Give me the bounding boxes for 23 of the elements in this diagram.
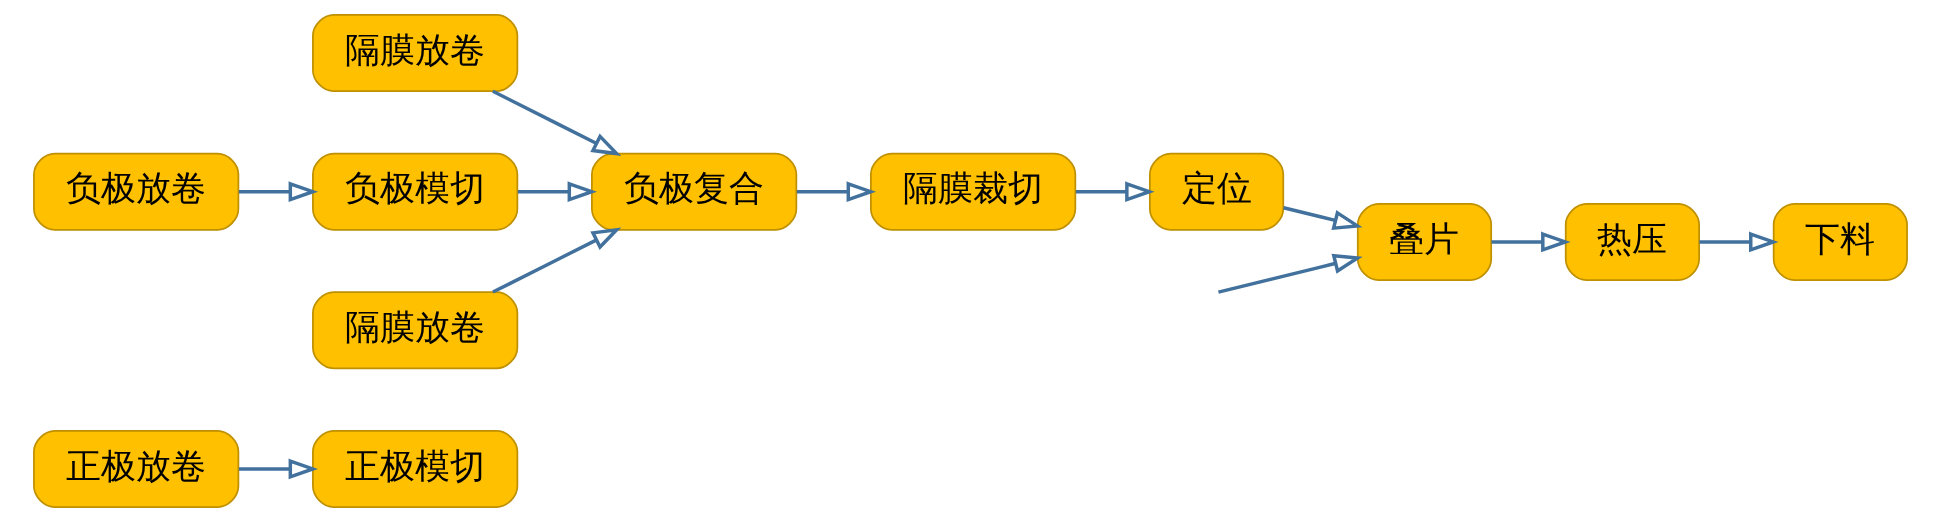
node-box: 负极复合 (590, 152, 797, 231)
arrow (238, 181, 318, 202)
arrow (1075, 181, 1155, 202)
node-box: 负极模切 (311, 152, 518, 231)
arrow (1698, 231, 1779, 253)
arrow (1491, 231, 1571, 253)
arrow (796, 181, 876, 202)
node-box: 隔膜放卷 (311, 291, 518, 370)
arrow (1217, 253, 1363, 294)
node-box: 隔膜放卷 (311, 14, 518, 93)
arrow (491, 89, 621, 156)
node-box: 正极模切 (311, 429, 518, 508)
node-box: 热压 (1564, 202, 1700, 281)
node-box: 叠片 (1356, 202, 1492, 281)
arrow (238, 458, 318, 480)
arrow (517, 181, 597, 202)
arrow (1282, 206, 1362, 231)
node-box: 隔膜裁切 (869, 152, 1076, 231)
node-box: 正极放卷 (32, 429, 239, 508)
node-box: 负极放卷 (32, 152, 239, 231)
node-box: 定位 (1148, 152, 1284, 231)
arrow (491, 227, 621, 294)
node-box: 下料 (1772, 202, 1908, 281)
